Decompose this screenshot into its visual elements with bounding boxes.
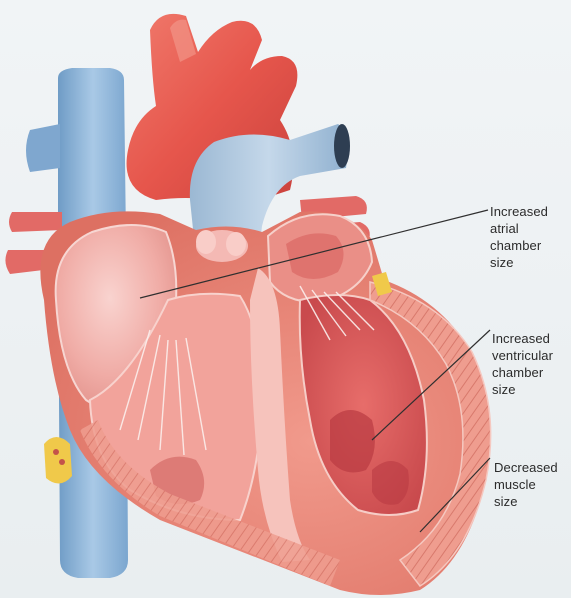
- label-line: Increased: [490, 203, 548, 220]
- label-decreased-muscle-size: Decreased muscle size: [494, 459, 558, 510]
- label-line: atrial: [490, 220, 548, 237]
- label-line: chamber: [492, 364, 553, 381]
- aortic-valve: [196, 230, 248, 262]
- label-increased-atrial-chamber-size: Increased atrial chamber size: [490, 203, 548, 271]
- label-line: ventricular: [492, 347, 553, 364]
- label-line: chamber: [490, 237, 548, 254]
- label-line: Increased: [492, 330, 553, 347]
- label-line: Decreased: [494, 459, 558, 476]
- label-line: size: [492, 381, 553, 398]
- label-line: size: [490, 254, 548, 271]
- label-increased-ventricular-chamber-size: Increased ventricular chamber size: [492, 330, 553, 398]
- label-line: muscle: [494, 476, 558, 493]
- label-line: size: [494, 493, 558, 510]
